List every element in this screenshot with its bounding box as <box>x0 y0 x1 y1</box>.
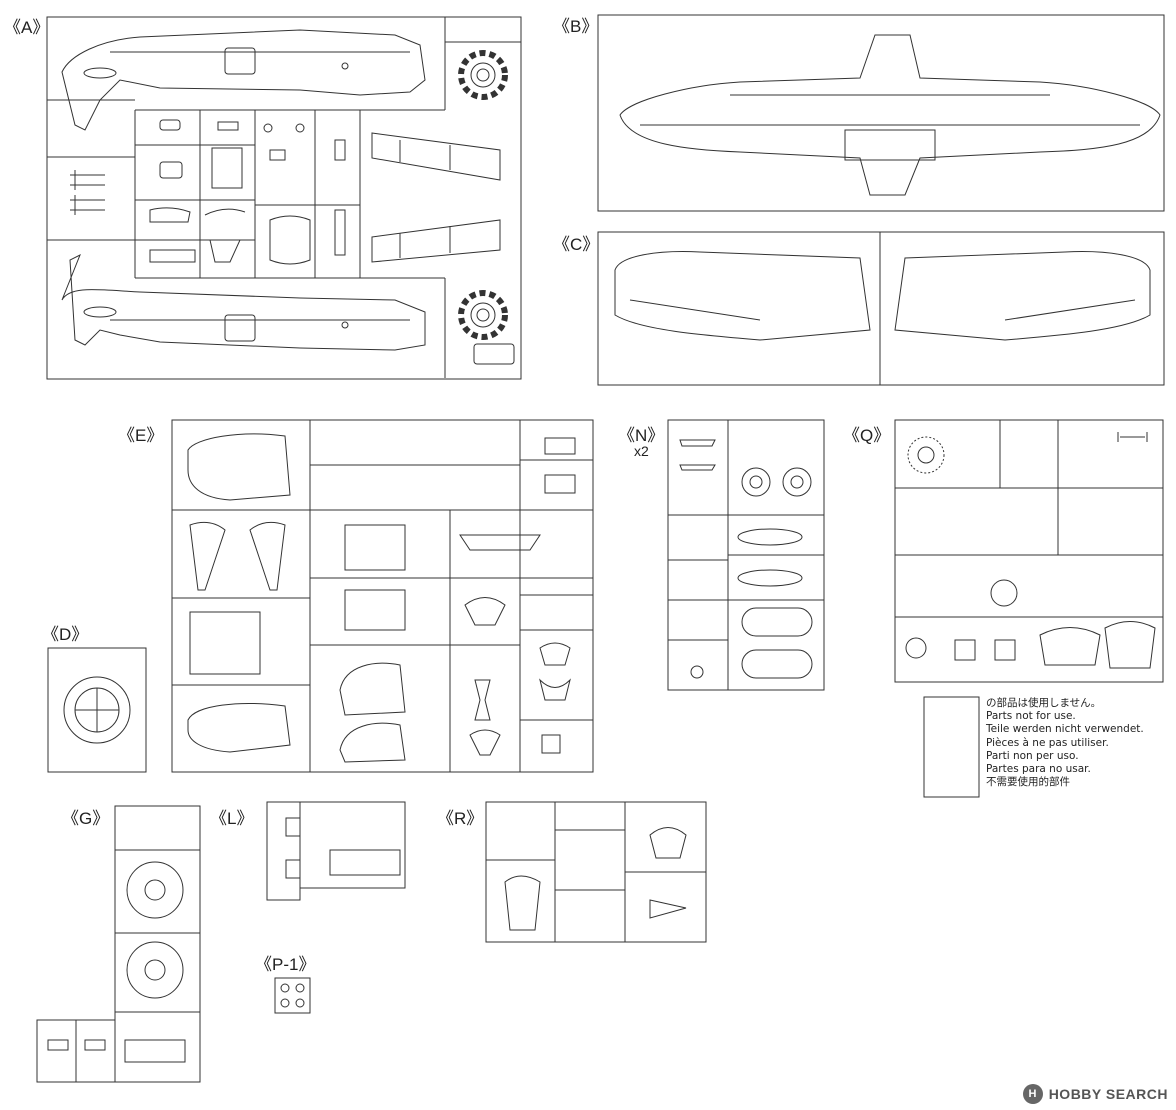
sprue-b-label: 《B》 <box>553 17 599 36</box>
sprue-d-frame <box>47 647 147 773</box>
sprue-l-label: 《L》 <box>210 809 254 828</box>
legend-line-ja: の部品は使用しません。 <box>986 697 1102 709</box>
maker-logo <box>473 343 515 365</box>
legend-line-de: Teile werden nicht verwendet. <box>986 723 1144 736</box>
watermark-text: HOBBY SEARCH <box>1048 1086 1168 1102</box>
legend-line-it: Parti non per uso. <box>986 749 1079 762</box>
sprue-g-parts <box>47 861 186 1063</box>
hobby-search-logo-icon: H <box>1022 1084 1043 1104</box>
sprue-q-label: 《Q》 <box>843 426 891 445</box>
sprue-q-parts <box>905 432 1156 669</box>
sprue-e-label: 《E》 <box>118 426 164 445</box>
lower-wing-c2 <box>894 251 1151 341</box>
sprue-n-frame <box>667 419 825 691</box>
sprue-g-label: 《G》 <box>62 809 110 828</box>
sprue-c-frame <box>597 231 1165 386</box>
radial-engine-a26 <box>458 290 508 340</box>
sprue-p1-label: 《P-1》 <box>255 955 316 974</box>
sprue-n-quantity: x2 <box>634 443 649 459</box>
fuselage-half-right <box>61 253 426 351</box>
sprue-l-parts <box>285 817 401 879</box>
sprue-b-frame <box>597 14 1165 212</box>
sprue-a-frame <box>46 16 522 380</box>
flap-a23 <box>371 132 501 181</box>
not-for-use-legend: の部品は使用しません。 Parts not for use. Teile wer… <box>986 697 1144 789</box>
upper-wing-b1 <box>619 34 1161 196</box>
sprue-a-label: 《A》 <box>4 18 50 37</box>
sprue-e-frame <box>171 419 594 773</box>
sprue-d-label: 《D》 <box>42 625 89 644</box>
not-for-use-swatch <box>923 696 980 798</box>
sprue-a-small-parts <box>70 119 346 265</box>
legend-line-fr: Pièces à ne pas utiliser. <box>986 736 1109 749</box>
sprue-r-parts <box>504 827 687 931</box>
radial-engine-a5 <box>458 50 508 100</box>
sprue-n-parts <box>679 439 813 679</box>
sprue-r-frame <box>485 801 707 943</box>
sprue-g-frame <box>36 805 201 1083</box>
flap-a24 <box>371 219 501 263</box>
sprue-q-frame <box>894 419 1164 683</box>
lower-wing-c1 <box>614 251 871 341</box>
fuselage-half-left <box>61 29 426 131</box>
sprue-c-label: 《C》 <box>553 235 600 254</box>
legend-line-es: Partes para no usar. <box>986 763 1091 776</box>
legend-line-en: Parts not for use. <box>986 710 1076 723</box>
legend-line-zh: 不需要使用的部件 <box>986 776 1070 789</box>
sprue-n-label: 《N》 <box>618 426 665 445</box>
sprue-e-parts <box>187 433 576 763</box>
cowling-front-d1 <box>63 676 131 744</box>
watermark: H HOBBY SEARCH <box>1022 1084 1168 1104</box>
sprue-l-frame <box>266 801 406 901</box>
sprue-p1-frame <box>274 977 311 1014</box>
sprue-r-label: 《R》 <box>437 809 484 828</box>
